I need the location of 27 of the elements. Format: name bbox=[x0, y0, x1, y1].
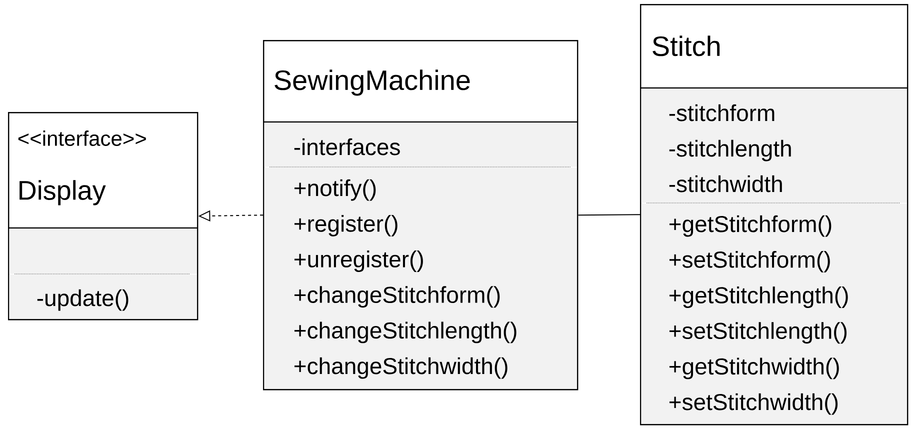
method-text: +setStitchwidth() bbox=[669, 393, 838, 415]
method-text: +unregister() bbox=[294, 250, 423, 272]
method-text: +setStitchform() bbox=[669, 250, 830, 272]
method-text: +changeStitchlength() bbox=[294, 322, 516, 344]
method-text: +getStitchwidth() bbox=[669, 358, 839, 380]
class-compartment bbox=[9, 228, 197, 274]
class-name: Display bbox=[20, 180, 106, 206]
method-text: -update() bbox=[37, 289, 128, 311]
attribute-text: -stitchform bbox=[669, 104, 774, 122]
method-text: +changeStitchwidth() bbox=[294, 357, 508, 379]
method-text: +register() bbox=[294, 214, 398, 236]
method-text: +getStitchlength() bbox=[669, 286, 848, 308]
class-name: SewingMachine bbox=[274, 70, 470, 96]
class-compartment bbox=[641, 204, 907, 424]
attribute-text: -stitchlength bbox=[669, 140, 791, 162]
attribute-text: -stitchwidth bbox=[669, 175, 782, 192]
association-line bbox=[578, 214, 640, 216]
method-text: +notify() bbox=[294, 179, 376, 201]
stereotype-label: <<interface>> bbox=[18, 130, 146, 146]
class-compartment bbox=[9, 274, 197, 319]
method-text: +getStitchform() bbox=[669, 215, 832, 237]
method-text: +changeStitchform() bbox=[294, 286, 500, 308]
method-text: +setStitchlength() bbox=[669, 322, 847, 344]
class-compartment bbox=[641, 88, 907, 203]
class-name: Stitch bbox=[652, 36, 720, 56]
class-compartment bbox=[264, 122, 577, 167]
attribute-text: -interfaces bbox=[294, 138, 400, 156]
